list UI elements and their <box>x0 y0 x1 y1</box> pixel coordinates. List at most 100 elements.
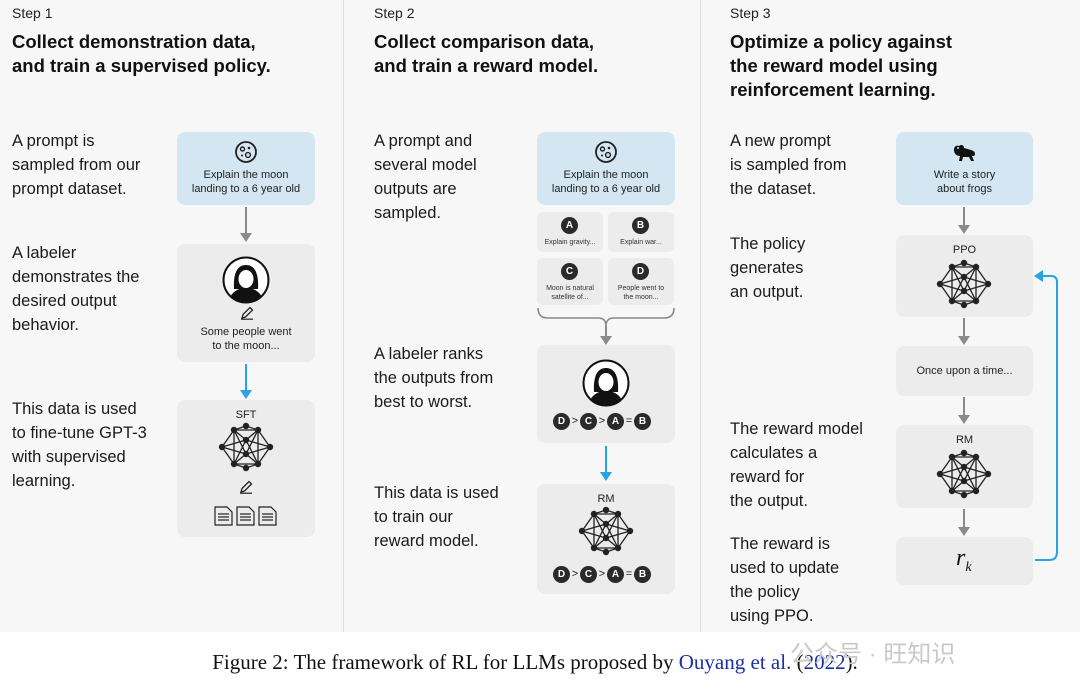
generated-output-box: Once upon a time... <box>896 346 1033 396</box>
neural-network-icon <box>936 259 992 309</box>
rank-operator: > <box>598 568 606 580</box>
down-arrow <box>958 397 970 424</box>
prompt-text: Explain the moon landing to a 6 year old <box>177 168 315 196</box>
citation-link[interactable]: Ouyang et al. <box>678 650 792 674</box>
step-description: A labeler ranks the outputs from best to… <box>374 342 493 414</box>
step-description: The policy generates an output. <box>730 232 805 304</box>
blue-down-arrow <box>600 446 612 481</box>
prompt-line: Explain the moon <box>563 169 649 181</box>
desc-line: A prompt and <box>374 132 473 150</box>
prompt-line: landing to a 6 year old <box>191 183 301 195</box>
moon-icon <box>235 141 257 163</box>
output-card-d: D People went to the moon... <box>608 258 674 305</box>
step-description: A new prompt is sampled from the dataset… <box>730 129 846 201</box>
step-description: A labeler demonstrates the desired outpu… <box>12 241 140 337</box>
prompt-box: Explain the moon landing to a 6 year old <box>537 132 675 205</box>
title-line: and train a reward model. <box>374 55 599 76</box>
output-letter-badge: A <box>561 217 578 234</box>
reward-model-box: RM D>C>A=B <box>537 484 675 594</box>
output-card-b: B Explain war... <box>608 212 674 252</box>
prompt-box: Write a story about frogs <box>896 132 1033 205</box>
prompt-text: Explain the moon landing to a 6 year old <box>537 168 675 196</box>
rank-operator: > <box>571 415 579 427</box>
reward-symbol-base: r <box>956 545 966 571</box>
prompt-text: Write a story about frogs <box>896 168 1033 196</box>
neural-network-icon <box>936 449 992 499</box>
pencil-icon <box>240 480 253 494</box>
reward-model-box: RM <box>896 425 1033 508</box>
desc-line: used to update <box>730 559 840 577</box>
desc-line: to fine-tune GPT-3 <box>12 424 147 442</box>
title-line: the reward model using <box>730 55 938 76</box>
step-title: Collect comparison data, and train a rew… <box>374 30 598 78</box>
figure-caption: Figure 2: The framework of RL for LLMs p… <box>0 650 1070 675</box>
output-line: People went to <box>617 285 665 292</box>
output-letter-badge: C <box>561 263 578 280</box>
step-description: This data is used to train our reward mo… <box>374 481 499 553</box>
title-line: reinforcement learning. <box>730 79 936 100</box>
rank-letter-badge: C <box>580 413 597 430</box>
desc-line: sampled. <box>374 204 441 222</box>
desc-line: calculates a <box>730 444 818 462</box>
model-label: RM <box>597 493 615 505</box>
demonstration-text: Some people went to the moon... <box>177 325 315 353</box>
desc-line: several model <box>374 156 477 174</box>
rank-operator: = <box>625 568 633 580</box>
step-description: A prompt and several model outputs are s… <box>374 129 477 225</box>
model-label: SFT <box>235 409 257 421</box>
desc-line: is sampled from <box>730 156 847 174</box>
output-card-c: C Moon is natural satellite of... <box>537 258 603 305</box>
output-text: Moon is natural satellite of... <box>537 284 603 302</box>
desc-line: outputs are <box>374 180 457 198</box>
output-letter-badge: B <box>632 217 649 234</box>
citation-year-link[interactable]: 2022 <box>803 650 846 674</box>
step-title: Collect demonstration data, and train a … <box>12 30 271 78</box>
down-arrow <box>958 207 970 234</box>
output-text: Once upon a time... <box>916 365 1013 377</box>
down-arrow <box>958 509 970 536</box>
desc-line: The reward model <box>730 420 863 438</box>
step-description: The reward is used to update the policy … <box>730 532 839 628</box>
prompt-line: landing to a 6 year old <box>551 183 661 195</box>
policy-box: PPO <box>896 235 1033 317</box>
frog-icon <box>954 144 975 161</box>
feedback-loop-arrow <box>1034 270 1058 561</box>
rank-letter-badge: D <box>553 413 570 430</box>
person-icon <box>582 359 630 407</box>
output-line: satellite of... <box>551 294 589 301</box>
desc-line: A new prompt <box>730 132 831 150</box>
output-letter-badge: D <box>632 263 649 280</box>
desc-line: learning. <box>12 472 76 490</box>
rank-letter-badge: C <box>580 566 597 583</box>
output-line: the moon... <box>623 294 659 301</box>
desc-line: the output. <box>730 492 808 510</box>
desc-line: This data is used <box>12 400 137 418</box>
pencil-icon <box>241 306 254 320</box>
panel-divider <box>700 0 701 632</box>
rank-letter-badge: A <box>607 566 624 583</box>
labeler-box: Some people went to the moon... <box>177 244 315 362</box>
moon-icon <box>595 141 617 163</box>
desc-line: A labeler <box>12 244 77 262</box>
reward-symbol-subscript: k <box>965 559 972 575</box>
step-label: Step 3 <box>730 5 771 21</box>
down-arrow <box>240 207 252 242</box>
caption-text: ). <box>845 650 858 674</box>
desc-line: demonstrates the <box>12 268 140 286</box>
model-label: RM <box>955 434 974 446</box>
prompt-box: Explain the moon landing to a 6 year old <box>177 132 315 205</box>
model-label: PPO <box>952 244 977 256</box>
title-line: Collect comparison data, <box>374 31 594 52</box>
desc-line: behavior. <box>12 316 79 334</box>
step-description: A prompt is sampled from our prompt data… <box>12 129 140 201</box>
brace-arrow <box>537 307 675 345</box>
rank-operator: > <box>571 568 579 580</box>
desc-line: reward for <box>730 468 805 486</box>
desc-line: with supervised <box>12 448 126 466</box>
desc-line: sampled from our <box>12 156 141 174</box>
step-label: Step 1 <box>12 5 53 21</box>
desc-line: A labeler ranks <box>374 345 484 363</box>
desc-line: reward model. <box>374 532 479 550</box>
ranking-box: D>C>A=B <box>537 345 675 443</box>
step-description: This data is used to fine-tune GPT-3 wit… <box>12 397 147 493</box>
